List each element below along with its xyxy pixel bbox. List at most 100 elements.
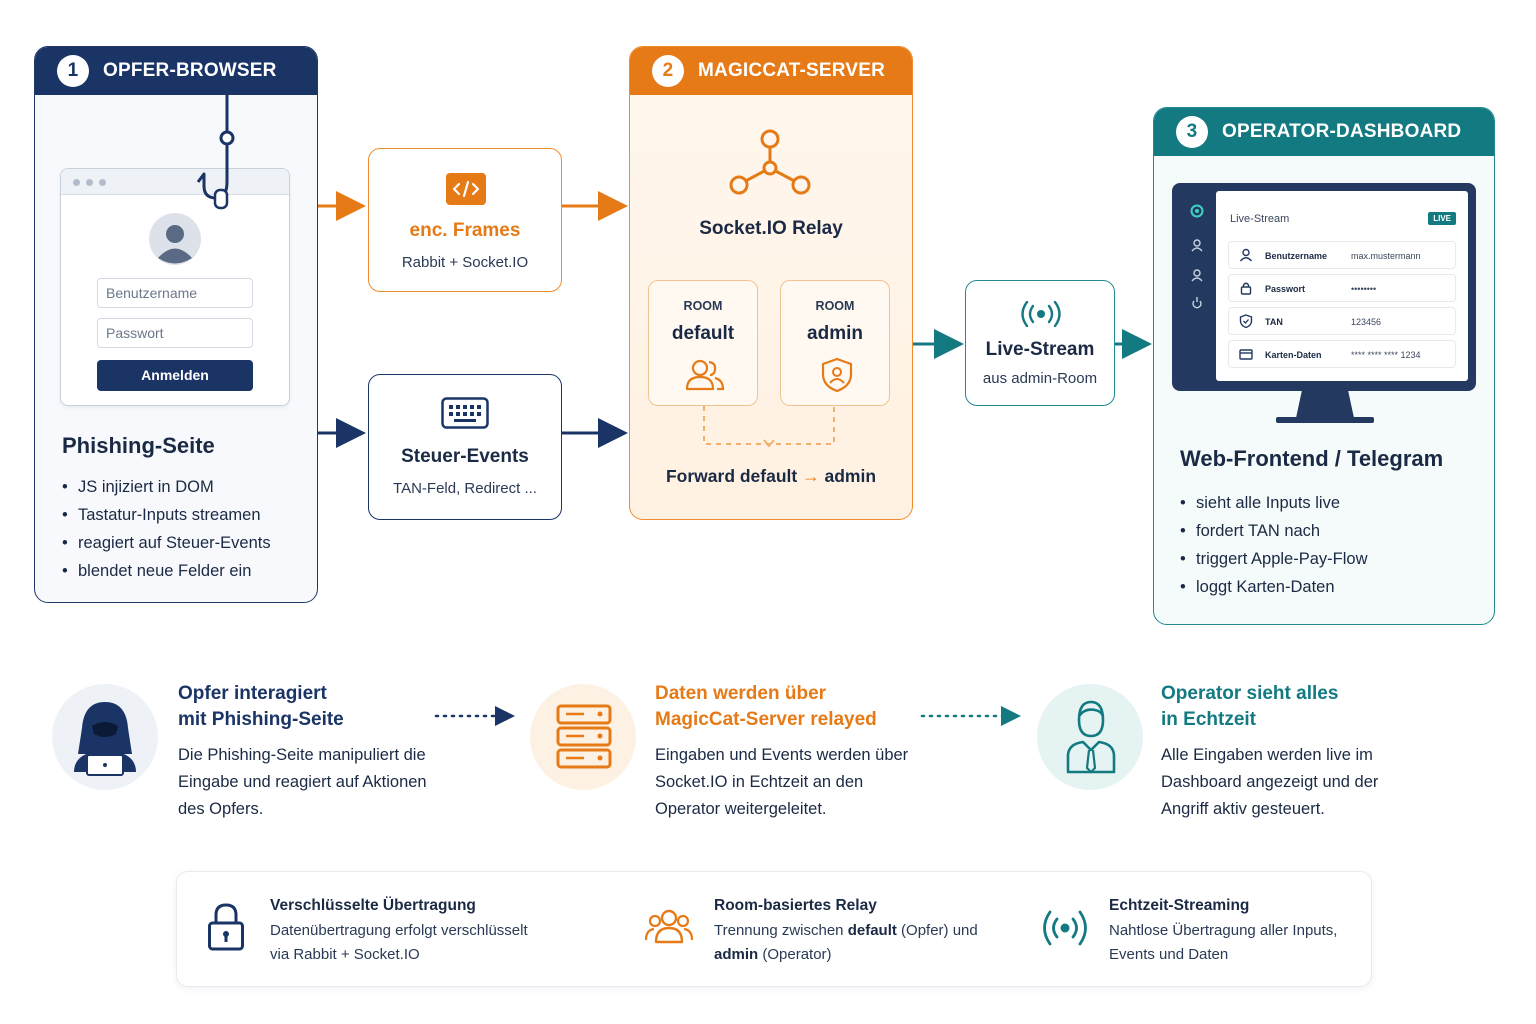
feature-description: Nahtlose Übertragung aller Inputs, Event… <box>1109 919 1337 967</box>
padlock-icon <box>208 903 244 951</box>
dashboard-sidebar-icons <box>1190 204 1204 309</box>
forward-to: admin <box>824 466 877 486</box>
enc-frames-subtitle: Rabbit + Socket.IO <box>401 254 529 271</box>
desc-line: Angriff aktiv gesteuert. <box>1161 800 1325 818</box>
panel-title: OPERATOR-DASHBOARD <box>1222 121 1462 142</box>
feature-description: Trennung zwischen default (Opfer) und ad… <box>714 919 978 967</box>
room-default: ROOM default <box>648 280 758 406</box>
forward-arrow: → <box>802 466 820 486</box>
window-dot <box>73 179 80 186</box>
step-2-circle <box>530 684 636 790</box>
bullet-item: reagiert auf Steuer-Events <box>62 529 271 557</box>
live-badge: LIVE <box>1428 212 1456 225</box>
features-card: Verschlüsselte Übertragung Datenübertrag… <box>176 871 1372 987</box>
window-dot <box>99 179 106 186</box>
desc-line: Nahtlose Übertragung aller Inputs, <box>1109 922 1338 939</box>
step-3-circle <box>1037 684 1143 790</box>
forward-label: Forward default → admin <box>629 466 913 487</box>
relay-network-icon <box>729 129 811 195</box>
forward-from: Forward default <box>665 466 798 486</box>
credential-row: Passwort •••••••• <box>1228 274 1456 302</box>
step-title-line: in Echtzeit <box>1161 709 1257 730</box>
row-value: max.mustermann <box>1351 251 1421 261</box>
browser-title-bar <box>61 169 289 195</box>
panel-header: 2 MAGICCAT-SERVER <box>630 47 912 95</box>
bullet-item: triggert Apple-Pay-Flow <box>1180 545 1368 573</box>
keyboard-icon <box>441 397 489 429</box>
broadcast-icon <box>1021 301 1061 327</box>
lock-icon <box>1240 282 1252 295</box>
step-2-description: Eingaben und Events werden über Socket.I… <box>655 742 908 823</box>
live-stream-title: Live-Stream <box>985 339 1095 360</box>
step-number-badge: 2 <box>652 55 684 87</box>
box-enc-frames: enc. Frames Rabbit + Socket.IO <box>368 148 562 292</box>
desc-line: Dashboard angezeigt und der <box>1161 773 1379 791</box>
desc-line: Die Phishing-Seite manipuliert die <box>178 746 426 764</box>
text-bold: default <box>847 922 897 939</box>
steuer-events-title: Steuer-Events <box>401 446 529 467</box>
text-bold: admin <box>714 946 759 963</box>
section-title-phishing: Phishing-Seite <box>62 433 215 458</box>
bullet-item: Tastatur-Inputs streamen <box>62 501 271 529</box>
bullet-item: sieht alle Inputs live <box>1180 489 1368 517</box>
dashboard-screen: Live-Stream LIVE Benutzername max.muster… <box>1216 191 1468 381</box>
step-title-line: mit Phishing-Seite <box>178 709 344 730</box>
forward-dashed-connector <box>703 406 835 448</box>
room-label: ROOM <box>815 299 855 313</box>
step-3-description: Alle Eingaben werden live im Dashboard a… <box>1161 742 1378 823</box>
feature-description: Datenübertragung erfolgt verschlüsselt v… <box>270 919 528 967</box>
room-name: default <box>671 323 735 344</box>
desc-line: Eingaben und Events werden über <box>655 746 909 764</box>
dashboard-bullets: sieht alle Inputs live fordert TAN nach … <box>1180 489 1368 601</box>
section-title-web-frontend: Web-Frontend / Telegram <box>1180 446 1444 471</box>
row-label: Karten-Daten <box>1265 350 1322 360</box>
fishing-hook-icon <box>196 94 235 210</box>
panel-title: OPFER-BROWSER <box>103 60 277 81</box>
text-part: (Operator) <box>758 946 832 963</box>
room-admin: ROOM admin <box>780 280 890 406</box>
credential-row: Karten-Daten **** **** **** 1234 <box>1228 340 1456 368</box>
desc-line: Events und Daten <box>1109 946 1229 963</box>
username-field[interactable]: Benutzername <box>97 278 253 308</box>
server-stack-icon <box>556 704 612 769</box>
user-avatar-icon <box>149 213 201 265</box>
row-value: •••••••• <box>1351 284 1377 294</box>
feature-title: Verschlüsselte Übertragung <box>270 897 476 914</box>
room-name: admin <box>807 323 863 344</box>
desc-line: Datenübertragung erfolgt verschlüsselt <box>270 922 528 939</box>
bullet-item: blendet neue Felder ein <box>62 557 271 585</box>
desc-line: admin (Operator) <box>714 943 978 967</box>
browser-mockup: Benutzername Passwort Anmelden <box>60 168 290 406</box>
bullet-item: fordert TAN nach <box>1180 517 1368 545</box>
panel-header: 3 OPERATOR-DASHBOARD <box>1154 108 1494 156</box>
password-field[interactable]: Passwort <box>97 318 253 348</box>
step-1-circle <box>52 684 158 790</box>
desc-line: Alle Eingaben werden live im <box>1161 746 1373 764</box>
user-icon <box>1239 248 1253 262</box>
step-title-line: Operator sieht alles <box>1161 683 1339 704</box>
desc-line: Trennung zwischen default (Opfer) und <box>714 919 978 943</box>
steuer-events-subtitle: TAN-Feld, Redirect ... <box>393 480 537 497</box>
step-title-line: Opfer interagiert <box>178 683 327 704</box>
feature-title: Echtzeit-Streaming <box>1109 897 1250 914</box>
group-users-icon <box>645 909 693 944</box>
row-label: Passwort <box>1265 284 1306 294</box>
desc-line: des Opfers. <box>178 800 264 818</box>
box-live-stream: Live-Stream aus admin-Room <box>965 280 1115 406</box>
credential-row: TAN 123456 <box>1228 307 1456 335</box>
step-title-line: MagicCat-Server relayed <box>655 709 877 730</box>
step-1-title: Opfer interagiert mit Phishing-Seite <box>178 681 344 733</box>
login-button[interactable]: Anmelden <box>97 360 253 391</box>
row-value: 123456 <box>1351 317 1382 327</box>
window-dot <box>86 179 93 186</box>
step-3-title: Operator sieht alles in Echtzeit <box>1161 681 1338 733</box>
credit-card-icon <box>1239 349 1253 360</box>
panel-title: MAGICCAT-SERVER <box>698 60 886 81</box>
monitor-stand <box>1276 390 1374 423</box>
feature-title: Room-basiertes Relay <box>714 897 877 914</box>
step-2-title: Daten werden über MagicCat-Server relaye… <box>655 681 877 733</box>
room-label: ROOM <box>683 299 723 313</box>
code-icon <box>446 173 486 205</box>
